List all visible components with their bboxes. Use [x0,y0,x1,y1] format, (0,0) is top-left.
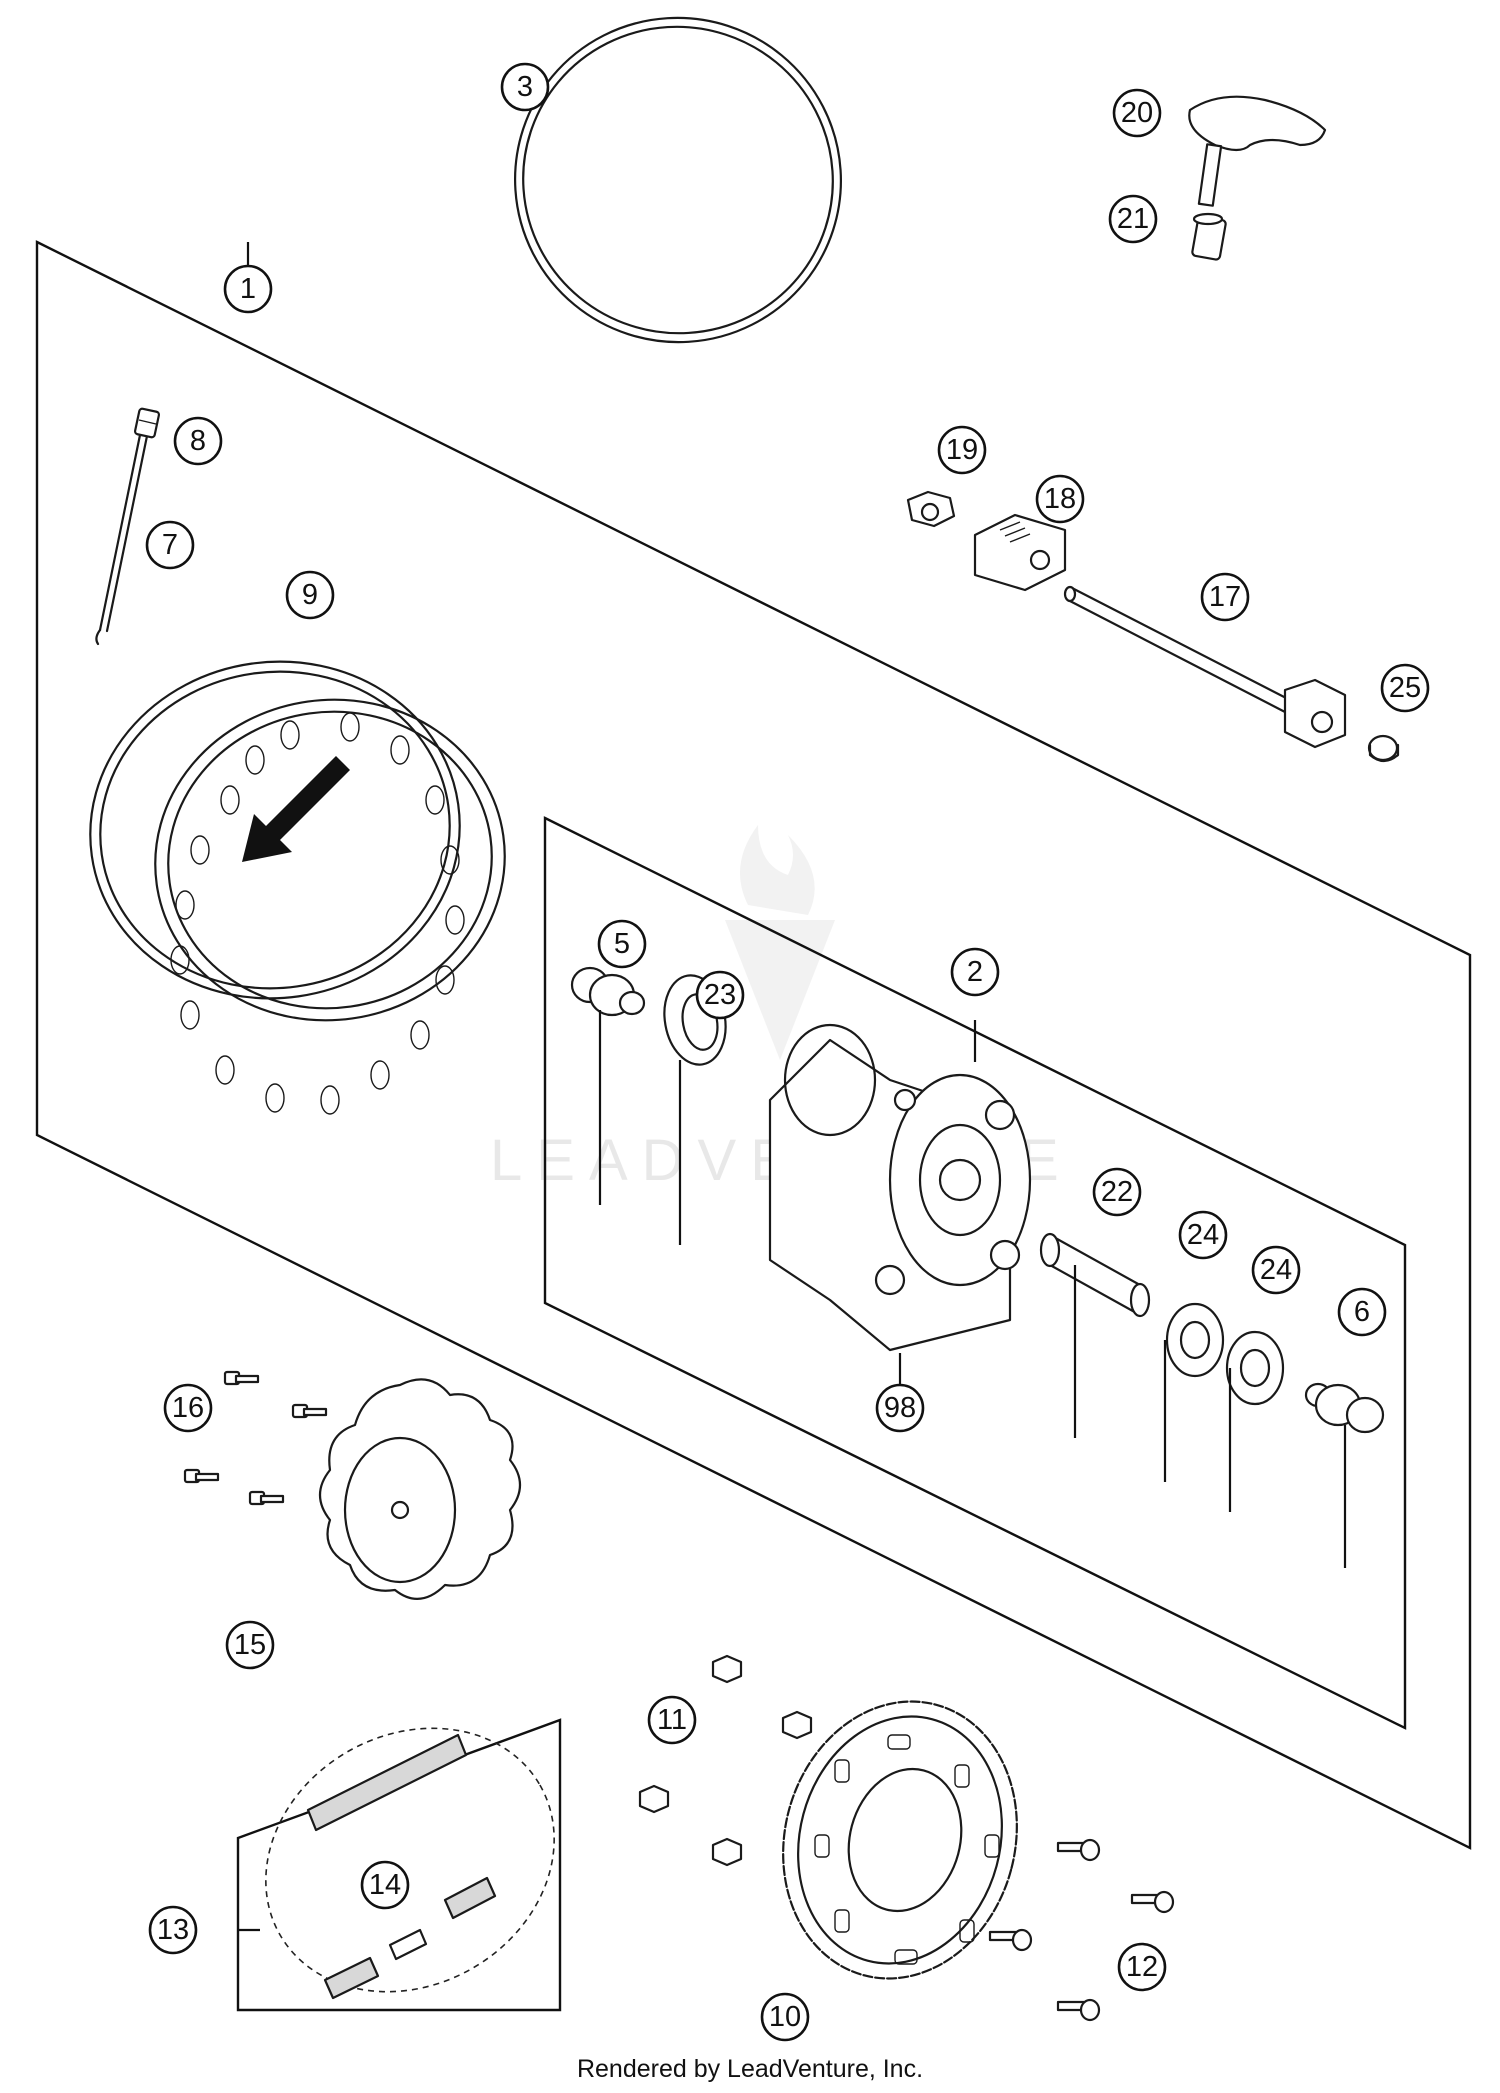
callout-98: 98 [875,1383,925,1433]
callout-17: 17 [1200,572,1250,622]
spacer-right [1304,1382,1385,1434]
callout-12: 12 [1117,1942,1167,1992]
rim [89,660,506,1115]
callout-9: 9 [285,570,335,620]
svg-text:8: 8 [190,425,206,457]
callout-15: 15 [225,1620,275,1670]
svg-text:10: 10 [769,2001,801,2033]
callout-2: 2 [950,947,1000,997]
disc-screws [183,1370,328,1506]
callout-8: 8 [173,416,223,466]
brake-disc [318,1378,522,1600]
rotation-direction-arrow-icon [242,756,350,862]
callout-19: 19 [937,425,987,475]
callout-6: 6 [1337,1287,1387,1337]
rim-lock [1188,95,1327,207]
svg-text:22: 22 [1101,1176,1133,1208]
chain [265,1727,555,2000]
svg-text:25: 25 [1389,672,1421,704]
hub-assembly-frame [543,816,1407,1730]
axle-cap [1367,734,1400,763]
svg-text:18: 18 [1044,483,1076,515]
callout-11: 11 [647,1695,697,1745]
sprocket-nuts [638,1654,813,1867]
svg-text:12: 12 [1126,1951,1158,1983]
svg-text:23: 23 [704,979,736,1011]
svg-text:14: 14 [369,1869,401,1901]
wheel-hub [768,1023,1032,1352]
tire [513,16,843,344]
svg-text:21: 21 [1117,203,1149,235]
callout-22: 22 [1092,1167,1142,1217]
svg-text:19: 19 [946,434,978,466]
svg-text:6: 6 [1354,1296,1370,1328]
callout-13: 13 [148,1905,198,1955]
svg-text:15: 15 [234,1629,266,1661]
callout-23: 23 [695,970,745,1020]
sprocket-screws [988,1838,1175,2022]
callout-16: 16 [163,1383,213,1433]
chain-adjuster [973,513,1067,592]
callout-21: 21 [1108,194,1158,244]
wheel-axle [1063,585,1347,749]
callout-7: 7 [145,520,195,570]
svg-text:1: 1 [240,273,256,305]
callout-24a: 24 [1178,1210,1228,1260]
render-credit: Rendered by LeadVenture, Inc. [576,2055,924,2083]
spacer-left [570,966,646,1017]
callout-1: 1 [223,264,273,314]
svg-text:7: 7 [162,529,178,561]
spoke-nipple [133,407,161,439]
callout-10: 10 [760,1992,810,2042]
rim-lock-sleeve [1191,212,1227,261]
svg-text:2: 2 [967,956,983,988]
axle-nut [906,490,956,528]
bearing-right-1 [1165,1302,1225,1378]
svg-text:16: 16 [172,1392,204,1424]
svg-text:20: 20 [1121,97,1153,129]
wheel-assembly-frame [35,240,1472,1850]
callout-24b: 24 [1251,1245,1301,1295]
svg-text:11: 11 [657,1704,687,1736]
rear-sprocket [782,1700,1018,1980]
distance-tube [1039,1232,1151,1318]
svg-text:5: 5 [614,928,630,960]
svg-text:13: 13 [157,1914,189,1946]
callout-3: 3 [500,62,550,112]
callout-14: 14 [360,1860,410,1910]
svg-text:9: 9 [302,579,318,611]
svg-text:17: 17 [1209,581,1241,613]
callout-25: 25 [1380,663,1430,713]
svg-text:3: 3 [517,71,533,103]
callout-18: 18 [1035,474,1085,524]
callout-20: 20 [1112,88,1162,138]
spoke [95,433,149,646]
leader-lines [238,242,1347,1932]
bearing-right-2 [1225,1330,1285,1406]
svg-text:98: 98 [884,1392,916,1424]
svg-text:24: 24 [1187,1219,1219,1251]
callout-5: 5 [597,919,647,969]
svg-text:24: 24 [1260,1254,1292,1286]
